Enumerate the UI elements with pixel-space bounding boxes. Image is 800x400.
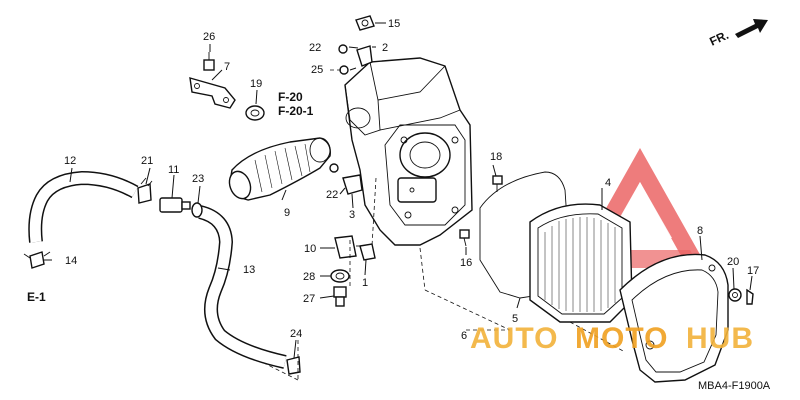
- callout-20: 20: [727, 256, 739, 268]
- callout-2: 2: [382, 42, 388, 54]
- air-filter-element: [529, 203, 633, 323]
- callout-13: 13: [243, 264, 255, 276]
- watermark-text: AUTO MOTO HUB: [470, 322, 754, 355]
- clip-1: [359, 243, 376, 261]
- callout-15: 15: [388, 18, 400, 30]
- bolt-18: [492, 175, 503, 192]
- callout-8: 8: [697, 225, 703, 237]
- assembly-dashed-lines: [261, 69, 626, 381]
- clamp-28: [330, 269, 350, 283]
- callout-numbers: 1 2 3 4 5 6 7 8 9 10 11 12 13 14 15 16 1…: [64, 18, 759, 342]
- callout-23: 23: [192, 173, 204, 185]
- ref-label-e1: E-1: [27, 290, 46, 304]
- watermark-part-moto: MOTO: [575, 322, 668, 355]
- connector-11: [159, 197, 191, 213]
- bracket-2: [338, 44, 373, 75]
- callout-19: 19: [250, 78, 262, 90]
- grommet-19: [245, 105, 265, 121]
- callout-11: 11: [168, 164, 179, 176]
- callout-3: 3: [349, 209, 355, 221]
- bracket-7: [189, 52, 236, 109]
- watermark-part-hub: HUB: [686, 322, 754, 355]
- callout-1: 1: [362, 277, 368, 289]
- leader-lines: [44, 22, 753, 359]
- callout-12: 12: [64, 155, 76, 167]
- callout-14: 14: [65, 255, 77, 267]
- callout-24: 24: [290, 328, 302, 340]
- callout-27: 27: [303, 293, 315, 305]
- callout-6: 6: [461, 330, 467, 342]
- callout-17: 17: [747, 265, 759, 277]
- bolt-16: [459, 229, 470, 247]
- ref-label-f20: F-20: [278, 90, 303, 104]
- air-cleaner-cover: [619, 253, 729, 383]
- callout-26: 26: [203, 31, 215, 43]
- watermark-part-auto: AUTO: [470, 322, 558, 355]
- cover-screw-set: [728, 288, 754, 305]
- clip-24: [286, 356, 301, 375]
- callout-4: 4: [605, 177, 611, 189]
- callout-7: 7: [224, 61, 230, 73]
- callout-22b: 22: [326, 189, 338, 201]
- clip-23: [191, 202, 203, 218]
- drain-plug-27: [333, 286, 347, 307]
- air-cleaner-housing: [344, 57, 473, 246]
- direction-label: FR.: [707, 28, 730, 49]
- front-direction-arrow: FR.: [707, 19, 768, 49]
- callout-28: 28: [303, 271, 315, 283]
- callout-5: 5: [512, 313, 518, 325]
- callout-9: 9: [284, 207, 290, 219]
- callout-10: 10: [304, 243, 316, 255]
- ref-label-f20-1: F-20-1: [278, 104, 314, 118]
- callout-21: 21: [141, 155, 153, 167]
- callout-25: 25: [311, 64, 323, 76]
- callout-16: 16: [460, 257, 472, 269]
- intake-duct: [228, 137, 331, 201]
- clip-15: [355, 15, 375, 31]
- drawing-code: MBA4-F1900A: [698, 380, 771, 392]
- clip-14: [23, 251, 51, 269]
- clip-21: [137, 177, 153, 204]
- bracket-3: [329, 163, 363, 195]
- fitting-10: [334, 235, 365, 259]
- callout-22a: 22: [309, 42, 321, 54]
- callout-18: 18: [490, 151, 502, 163]
